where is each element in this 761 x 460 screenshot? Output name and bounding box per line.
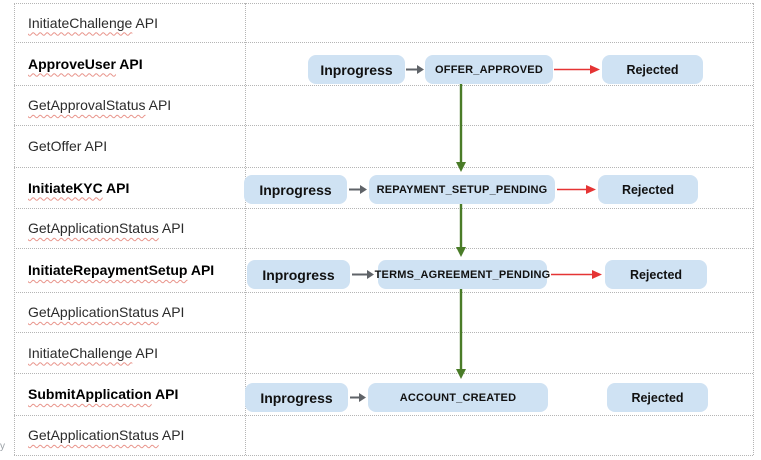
api-label-suffix: API xyxy=(187,262,215,278)
api-label-suffix: API xyxy=(132,344,158,361)
api-label-suffix: API xyxy=(115,55,143,72)
api-label-suffix: API xyxy=(145,97,172,113)
api-label: InitiateChallenge xyxy=(28,344,133,361)
grid-hline xyxy=(14,85,753,86)
inprogress-box-submitapplication[interactable]: Inprogress xyxy=(245,383,348,412)
grid-hline xyxy=(14,332,753,333)
rejected-box-initiaterepaymentsetup[interactable]: Rejected xyxy=(605,260,707,289)
inprogress-box-initiaterepaymentsetup[interactable]: Inprogress xyxy=(247,260,350,289)
api-label: GetApplicationStatus xyxy=(28,220,159,236)
grid-hline xyxy=(14,415,753,416)
grid-hline xyxy=(14,248,753,249)
api-cell-initiatechallenge-2[interactable]: InitiateChallenge API xyxy=(28,332,243,373)
grid-hline xyxy=(14,125,753,126)
api-cell-initiatechallenge-1[interactable]: InitiateChallenge API xyxy=(28,3,243,42)
state-box-repayment-setup-pending[interactable]: REPAYMENT_SETUP_PENDING xyxy=(369,175,555,204)
api-cell-approveuser[interactable]: ApproveUser API xyxy=(28,42,243,85)
flow-arrow-icon xyxy=(456,84,466,379)
api-cell-getoffer[interactable]: GetOffer API xyxy=(28,125,243,167)
api-label: InitiateRepaymentSetup xyxy=(28,262,188,278)
api-cell-getapplicationstatus-2[interactable]: GetApplicationStatus API xyxy=(28,292,243,332)
rejected-box-submitapplication[interactable]: Rejected xyxy=(607,383,708,412)
api-cell-initiaterepaymentsetup[interactable]: InitiateRepaymentSetup API xyxy=(28,248,243,292)
state-box-terms-agreement-pending[interactable]: TERMS_AGREEMENT_PENDING xyxy=(375,260,550,289)
grid-hline xyxy=(14,42,753,43)
grid-hline xyxy=(14,455,753,456)
api-label: InitiateKYC xyxy=(28,179,103,196)
api-label: GetApplicationStatus xyxy=(28,304,159,320)
grid-hline xyxy=(14,373,753,374)
rejected-box-approveuser[interactable]: Rejected xyxy=(602,55,703,84)
api-label: SubmitApplication xyxy=(28,386,152,402)
api-cell-getapplicationstatus-1[interactable]: GetApplicationStatus API xyxy=(28,208,243,248)
rejected-box-initiatekyc[interactable]: Rejected xyxy=(598,175,698,204)
transition-arrow-icon xyxy=(349,65,424,402)
api-label-suffix: API xyxy=(158,427,185,443)
api-label-suffix: API xyxy=(158,304,185,320)
grid-vline-left xyxy=(14,3,15,455)
reject-arrow-icon xyxy=(551,65,602,279)
api-label: ApproveUser xyxy=(28,55,116,72)
api-cell-initiatekyc[interactable]: InitiateKYC API xyxy=(28,167,243,208)
inprogress-box-approveuser[interactable]: Inprogress xyxy=(308,55,405,84)
grid-hline xyxy=(14,167,753,168)
api-label-suffix: API xyxy=(132,14,158,31)
api-label-suffix: API xyxy=(151,386,179,402)
grid-hline xyxy=(14,292,753,293)
api-cell-getapplicationstatus-3[interactable]: GetApplicationStatus API xyxy=(28,415,243,455)
api-label: InitiateChallenge xyxy=(28,14,133,31)
grid-hline xyxy=(14,3,753,4)
api-cell-getapprovalstatus[interactable]: GetApprovalStatus API xyxy=(28,85,243,125)
grid-vline-divider xyxy=(245,3,246,455)
inprogress-box-initiatekyc[interactable]: Inprogress xyxy=(244,175,347,204)
api-label-suffix: API xyxy=(158,220,185,236)
grid-vline-right xyxy=(753,3,754,455)
api-cell-submitapplication[interactable]: SubmitApplication API xyxy=(28,373,243,415)
api-label: GetOffer xyxy=(28,138,82,154)
api-label-suffix: API xyxy=(81,138,108,154)
api-label-suffix: API xyxy=(102,179,130,196)
state-box-account-created[interactable]: ACCOUNT_CREATED xyxy=(368,383,548,412)
state-box-offer-approved[interactable]: OFFER_APPROVED xyxy=(425,55,553,84)
grid-hline xyxy=(14,208,753,209)
api-label: GetApplicationStatus xyxy=(28,427,159,443)
api-label: GetApprovalStatus xyxy=(28,97,146,113)
clipped-edge-text: y xyxy=(0,441,5,452)
